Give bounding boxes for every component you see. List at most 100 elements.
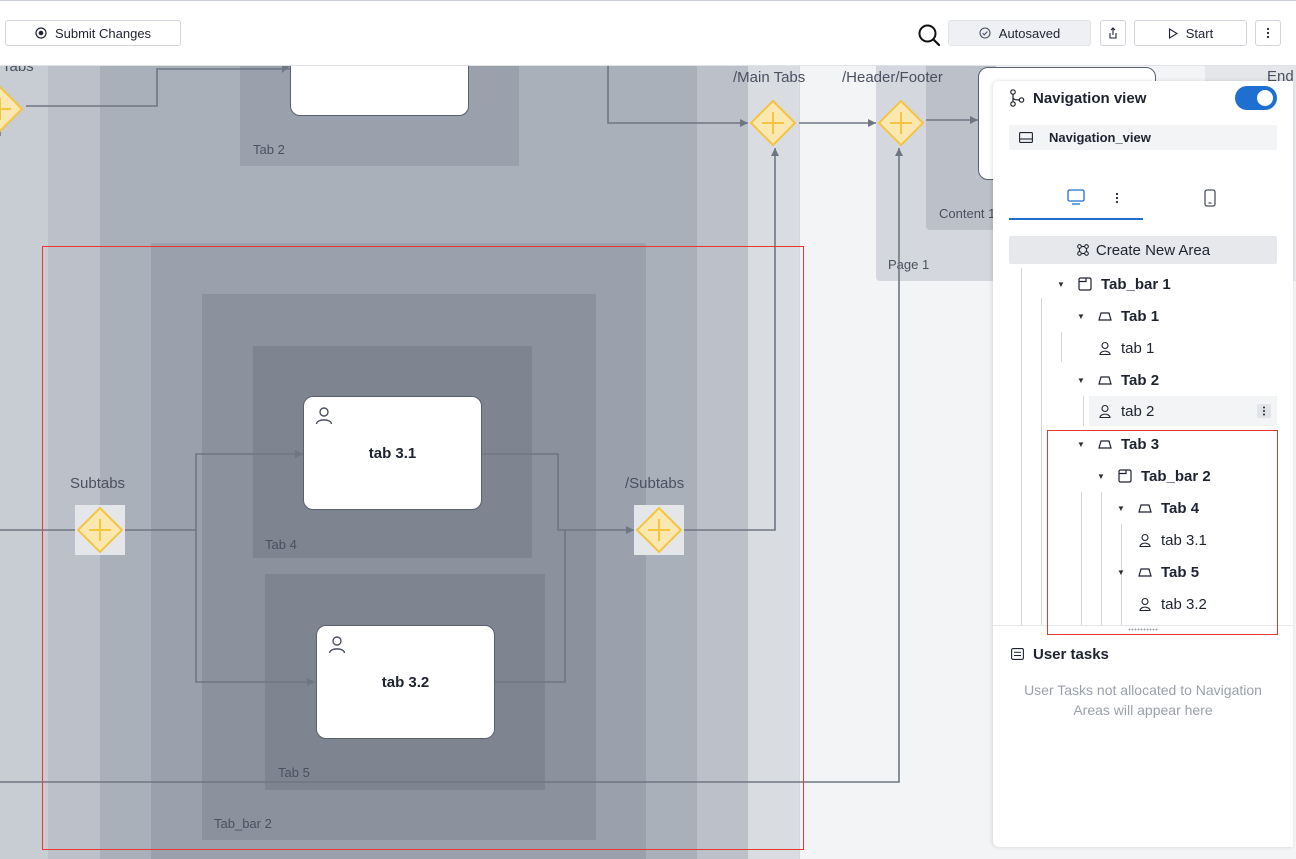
caret-down-icon[interactable]: ▼ xyxy=(1077,311,1085,321)
row-menu-button[interactable] xyxy=(1257,404,1271,418)
caret-down-icon[interactable]: ▼ xyxy=(1097,471,1105,481)
tab-bar-icon xyxy=(1077,276,1093,292)
parallel-gateway-icon[interactable] xyxy=(634,505,684,555)
tree-item-label: Tab 4 xyxy=(1161,499,1200,517)
gateway-subtabs-label: Subtabs xyxy=(70,475,126,492)
tree-item-label: Tab 5 xyxy=(1161,563,1200,581)
area-icon xyxy=(1077,244,1089,256)
navigation-view-selector[interactable]: Navigation_view xyxy=(1009,125,1277,150)
record-icon xyxy=(35,27,47,39)
navigation-flow-icon xyxy=(1010,89,1025,107)
device-tabs xyxy=(1009,176,1277,220)
create-new-area-button[interactable]: Create New Area xyxy=(1009,236,1277,264)
autosaved-status: Autosaved xyxy=(948,20,1091,46)
tree-item-task-tab-2[interactable]: tab 2 xyxy=(1089,396,1277,426)
tree-guide xyxy=(1041,298,1042,625)
grip-icon xyxy=(1128,628,1158,631)
tree-item-label: Tab 3 xyxy=(1121,435,1160,453)
tree-item-tab-5[interactable]: ▼ Tab 5 xyxy=(1117,557,1199,587)
layout-icon xyxy=(1019,132,1033,143)
content-zone-label: Content 1 xyxy=(939,206,996,221)
top-toolbar: Submit Changes Autosaved Start xyxy=(0,0,1296,66)
caret-down-icon[interactable]: ▼ xyxy=(1077,375,1085,385)
task-tab-3-1[interactable]: tab 3.1 xyxy=(303,396,482,510)
tab-5-zone-label: Tab 5 xyxy=(278,765,310,780)
tree-item-tab-1[interactable]: ▼ Tab 1 xyxy=(1077,301,1159,331)
end-zone-label: End xyxy=(1267,68,1294,85)
tab-2-zone-label: Tab 2 xyxy=(253,142,285,157)
tree-guide xyxy=(1061,332,1062,362)
tree-item-tab-3[interactable]: ▼ Tab 3 xyxy=(1077,429,1159,459)
tree-guide xyxy=(1101,492,1102,625)
kebab-icon xyxy=(1263,406,1265,416)
tree-item-tab-2[interactable]: ▼ Tab 2 xyxy=(1077,365,1159,395)
parallel-gateway-icon[interactable] xyxy=(75,505,125,555)
kebab-icon xyxy=(1115,192,1119,204)
create-new-area-label: Create New Area xyxy=(1095,241,1211,259)
tree-guide xyxy=(1083,396,1084,426)
tree-guide xyxy=(1121,524,1122,625)
tree-item-label: Tab_bar 1 xyxy=(1101,275,1171,293)
share-icon xyxy=(1109,27,1117,39)
check-circle-icon xyxy=(979,27,991,39)
task-tab-3-2[interactable]: tab 3.2 xyxy=(316,625,495,739)
mobile-icon xyxy=(1204,189,1216,207)
tree-item-tab-bar-2[interactable]: ▼ Tab_bar 2 xyxy=(1097,461,1211,491)
tree-item-tab-4[interactable]: ▼ Tab 4 xyxy=(1117,493,1199,523)
parallel-gateway-icon[interactable] xyxy=(0,84,25,134)
navigation-view-title: Navigation view xyxy=(1033,90,1147,107)
parallel-gateway-icon[interactable] xyxy=(876,98,926,148)
navigation-tree: ▼ Tab_bar 1 ▼ Tab 1 tab 1 ▼ Tab 2 tab 2 xyxy=(993,268,1293,625)
parallel-gateway-icon[interactable] xyxy=(748,98,798,148)
tab-desktop[interactable] xyxy=(1009,176,1143,220)
tree-item-tab-bar-1[interactable]: ▼ Tab_bar 1 xyxy=(1057,269,1171,299)
list-icon xyxy=(1011,648,1024,660)
gateway-end-header-footer-label: /Header/Footer xyxy=(842,69,943,86)
caret-down-icon[interactable]: ▼ xyxy=(1057,279,1065,289)
tree-guide xyxy=(1021,268,1022,625)
tree-item-task-tab-3-2[interactable]: tab 3.2 xyxy=(1137,589,1207,619)
tree-item-label: Tab 1 xyxy=(1121,307,1160,325)
tree-item-label: Tab_bar 2 xyxy=(1141,467,1211,485)
gateway-end-subtabs-label: /Subtabs xyxy=(625,475,685,492)
tab-icon xyxy=(1097,308,1113,324)
user-icon xyxy=(1137,532,1153,548)
tab-more[interactable] xyxy=(1107,176,1127,220)
user-icon xyxy=(1097,403,1113,419)
user-icon xyxy=(1097,340,1113,356)
tree-item-task-tab-1[interactable]: tab 1 xyxy=(1097,333,1154,363)
tab-icon xyxy=(1097,436,1113,452)
autosaved-label: Autosaved xyxy=(998,25,1061,41)
tree-item-label: tab 3.1 xyxy=(1161,531,1207,549)
task-tab-2-canvas[interactable] xyxy=(290,66,469,116)
tab-mobile[interactable] xyxy=(1143,176,1277,220)
navigation-view-toggle[interactable] xyxy=(1235,86,1277,110)
tree-guide xyxy=(1081,492,1082,625)
share-button[interactable] xyxy=(1100,20,1126,46)
panel-resize-handle[interactable] xyxy=(993,625,1293,631)
navigation-panel: Navigation view Navigation_view Create N… xyxy=(993,81,1293,847)
tree-item-label: tab 2 xyxy=(1121,402,1155,420)
caret-down-icon[interactable]: ▼ xyxy=(1117,567,1125,577)
caret-down-icon[interactable]: ▼ xyxy=(1117,503,1125,513)
caret-down-icon[interactable]: ▼ xyxy=(1077,439,1085,449)
tab-bar-2-zone-label: Tab_bar 2 xyxy=(214,816,272,831)
start-label: Start xyxy=(1185,25,1214,41)
user-icon xyxy=(1137,596,1153,612)
kebab-icon xyxy=(1266,27,1270,39)
submit-changes-button[interactable]: Submit Changes xyxy=(5,20,181,46)
tab-icon xyxy=(1097,372,1113,388)
tab-bar-icon xyxy=(1117,468,1133,484)
tree-item-task-tab-3-1[interactable]: tab 3.1 xyxy=(1137,525,1207,555)
gateway-end-main-tabs-label: /Main Tabs xyxy=(733,69,806,86)
tree-item-label: tab 3.2 xyxy=(1161,595,1207,613)
play-icon xyxy=(1168,27,1178,39)
more-menu-button[interactable] xyxy=(1255,20,1281,46)
desktop-icon xyxy=(1067,189,1085,205)
start-button[interactable]: Start xyxy=(1134,20,1247,46)
tabs-zone-label: Tabs xyxy=(2,66,34,75)
search-icon[interactable] xyxy=(917,23,941,47)
user-icon xyxy=(315,407,333,425)
tab-icon xyxy=(1137,564,1153,580)
tab-icon xyxy=(1137,500,1153,516)
